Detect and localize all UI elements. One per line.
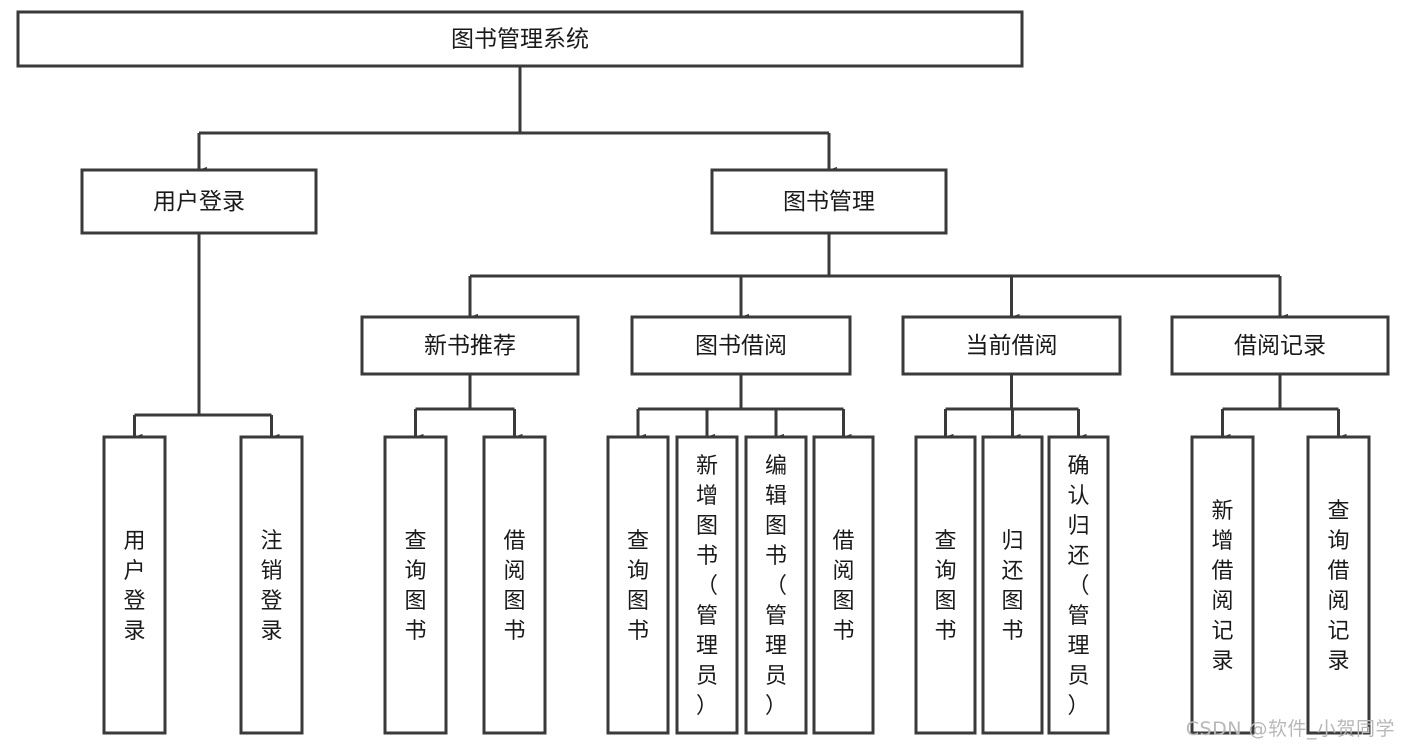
node-label: 图书管理系统 <box>451 27 589 53</box>
node-label: 查询借阅记录 <box>1327 499 1349 674</box>
node-box <box>383 435 448 735</box>
node-leaf-user-logout[interactable]: 注销登录 <box>239 435 304 735</box>
node-box <box>239 435 304 735</box>
node-box <box>16 10 1024 68</box>
node-leaf-nb-borrow[interactable]: 借阅图书 <box>482 435 547 735</box>
node-leaf-cur-query[interactable]: 查询图书 <box>914 435 977 735</box>
node-layer: 图书管理系统用户登录图书管理新书推荐图书借阅当前借阅借阅记录用户登录注销登录查询… <box>16 10 1390 735</box>
node-label: 查询图书 <box>934 529 956 644</box>
node-leaf-br-edit[interactable]: 编辑图书（管理员） <box>744 435 808 735</box>
node-label: 借阅图书 <box>832 529 854 644</box>
node-leaf-br-borrow[interactable]: 借阅图书 <box>812 435 875 735</box>
node-leaf-nb-query[interactable]: 查询图书 <box>383 435 448 735</box>
edge-layer <box>133 66 1347 441</box>
node-bookmgmt[interactable]: 图书管理 <box>710 168 948 235</box>
node-label: 查询图书 <box>404 529 426 644</box>
node-label: 编辑图书（管理员） <box>765 454 787 719</box>
node-box <box>1047 435 1110 735</box>
node-box <box>914 435 977 735</box>
node-box <box>1190 435 1255 735</box>
node-box <box>102 435 167 735</box>
node-box <box>710 168 948 235</box>
node-label: 确认归还（管理员） <box>1067 454 1089 719</box>
node-label: 查询图书 <box>627 529 649 644</box>
node-box <box>675 435 739 735</box>
node-login[interactable]: 用户登录 <box>80 168 318 235</box>
node-records[interactable]: 借阅记录 <box>1170 315 1390 376</box>
node-leaf-user-login[interactable]: 用户登录 <box>102 435 167 735</box>
node-label: 新增图书（管理员） <box>696 454 718 719</box>
node-leaf-rec-add[interactable]: 新增借阅记录 <box>1190 435 1255 735</box>
node-box <box>744 435 808 735</box>
node-root[interactable]: 图书管理系统 <box>16 10 1024 68</box>
node-label: 借阅图书 <box>503 529 525 644</box>
node-leaf-cur-confirm[interactable]: 确认归还（管理员） <box>1047 435 1110 735</box>
node-label: 借阅记录 <box>1234 333 1326 359</box>
node-leaf-br-add[interactable]: 新增图书（管理员） <box>675 435 739 735</box>
node-leaf-br-query[interactable]: 查询图书 <box>606 435 670 735</box>
node-leaf-rec-query[interactable]: 查询借阅记录 <box>1306 435 1371 735</box>
node-leaf-cur-return[interactable]: 归还图书 <box>981 435 1044 735</box>
node-label: 新书推荐 <box>424 333 516 359</box>
node-label: 注销登录 <box>260 529 282 644</box>
node-box <box>901 315 1122 376</box>
node-box <box>1306 435 1371 735</box>
node-box <box>482 435 547 735</box>
node-label: 用户登录 <box>153 189 245 215</box>
node-label: 图书管理 <box>783 189 875 215</box>
node-label: 图书借阅 <box>695 333 787 359</box>
node-label: 新增借阅记录 <box>1211 499 1233 674</box>
node-current[interactable]: 当前借阅 <box>901 315 1122 376</box>
node-box <box>1170 315 1390 376</box>
node-borrow[interactable]: 图书借阅 <box>630 315 852 376</box>
node-box <box>80 168 318 235</box>
node-label: 归还图书 <box>1001 529 1023 644</box>
node-box <box>812 435 875 735</box>
node-box <box>360 315 580 376</box>
node-label: 用户登录 <box>123 529 145 644</box>
node-box <box>606 435 670 735</box>
node-box <box>630 315 852 376</box>
node-label: 当前借阅 <box>966 333 1058 359</box>
node-newbook[interactable]: 新书推荐 <box>360 315 580 376</box>
node-box <box>981 435 1044 735</box>
